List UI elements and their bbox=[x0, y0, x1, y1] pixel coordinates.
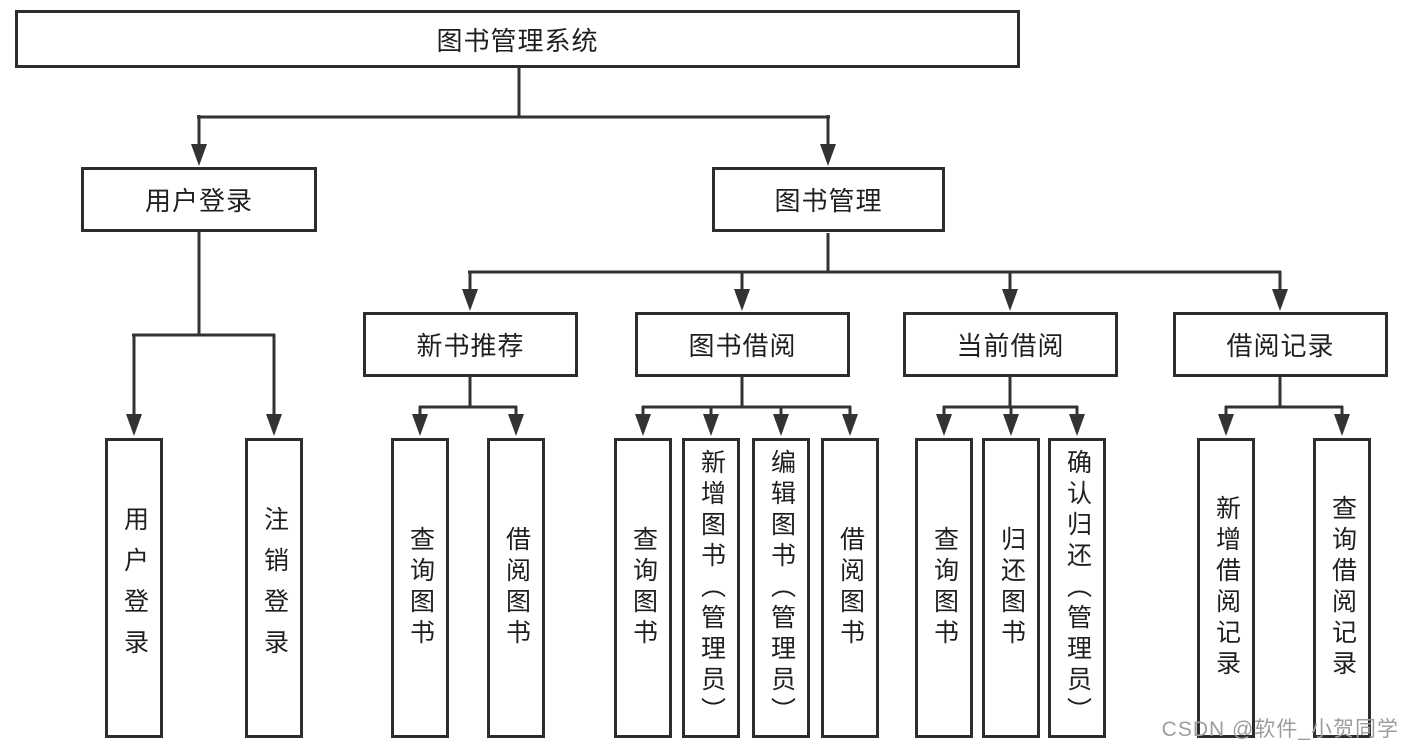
leaf-edit-books-admin-label: 编辑图书（管理员） bbox=[767, 448, 796, 728]
leaf-query-borrow-record: 查询借阅记录 bbox=[1313, 438, 1371, 738]
node-book-management-branch: 图书管理 bbox=[712, 167, 945, 232]
leaf-query-books-recommend-label: 查询图书 bbox=[406, 526, 435, 650]
leaf-query-books-current: 查询图书 bbox=[915, 438, 973, 738]
node-user-login-branch-label: 用户登录 bbox=[144, 186, 253, 216]
leaf-borrow-books-recommend: 借阅图书 bbox=[487, 438, 545, 738]
node-book-management-branch-label: 图书管理 bbox=[774, 186, 883, 216]
node-current-borrowing: 当前借阅 bbox=[903, 312, 1118, 377]
node-borrowing-records-label: 借阅记录 bbox=[1226, 331, 1335, 361]
leaf-confirm-return-admin: 确认归还（管理员） bbox=[1048, 438, 1106, 738]
node-user-login-branch: 用户登录 bbox=[81, 167, 317, 232]
node-new-book-recommendation-label: 新书推荐 bbox=[416, 331, 525, 361]
node-current-borrowing-label: 当前借阅 bbox=[956, 331, 1065, 361]
leaf-user-login: 用户登录 bbox=[105, 438, 163, 738]
connector-line-path bbox=[132, 68, 1344, 416]
node-root-label: 图书管理系统 bbox=[436, 25, 599, 56]
leaf-add-borrow-record: 新增借阅记录 bbox=[1197, 438, 1255, 738]
leaf-query-books-current-label: 查询图书 bbox=[930, 526, 959, 650]
leaf-borrow-books-borrowing-label: 借阅图书 bbox=[836, 526, 865, 650]
leaf-query-books-recommend: 查询图书 bbox=[391, 438, 449, 738]
leaf-add-books-admin: 新增图书（管理员） bbox=[682, 438, 740, 738]
leaf-logout-label: 注销登录 bbox=[260, 506, 289, 670]
node-borrowing-records: 借阅记录 bbox=[1173, 312, 1388, 377]
leaf-logout: 注销登录 bbox=[245, 438, 303, 738]
leaf-return-books: 归还图书 bbox=[982, 438, 1040, 738]
leaf-confirm-return-admin-label: 确认归还（管理员） bbox=[1063, 448, 1092, 728]
leaf-borrow-books-recommend-label: 借阅图书 bbox=[502, 526, 531, 650]
leaf-query-borrow-record-label: 查询借阅记录 bbox=[1328, 495, 1357, 681]
node-new-book-recommendation: 新书推荐 bbox=[363, 312, 578, 377]
leaf-query-books-borrowing-label: 查询图书 bbox=[629, 526, 658, 650]
node-book-borrowing-label: 图书借阅 bbox=[688, 331, 797, 361]
node-root-library-system: 图书管理系统 bbox=[15, 10, 1020, 68]
leaf-user-login-label: 用户登录 bbox=[120, 506, 149, 670]
leaf-query-books-borrowing: 查询图书 bbox=[614, 438, 672, 738]
leaf-borrow-books-borrowing: 借阅图书 bbox=[821, 438, 879, 738]
leaf-add-borrow-record-label: 新增借阅记录 bbox=[1212, 495, 1241, 681]
csdn-watermark: CSDN @软件_小贺同学 bbox=[1161, 718, 1399, 741]
leaf-edit-books-admin: 编辑图书（管理员） bbox=[752, 438, 810, 738]
leaf-add-books-admin-label: 新增图书（管理员） bbox=[697, 448, 726, 728]
leaf-return-books-label: 归还图书 bbox=[997, 526, 1026, 650]
node-book-borrowing: 图书借阅 bbox=[635, 312, 850, 377]
arrowheads-path bbox=[126, 144, 1350, 436]
